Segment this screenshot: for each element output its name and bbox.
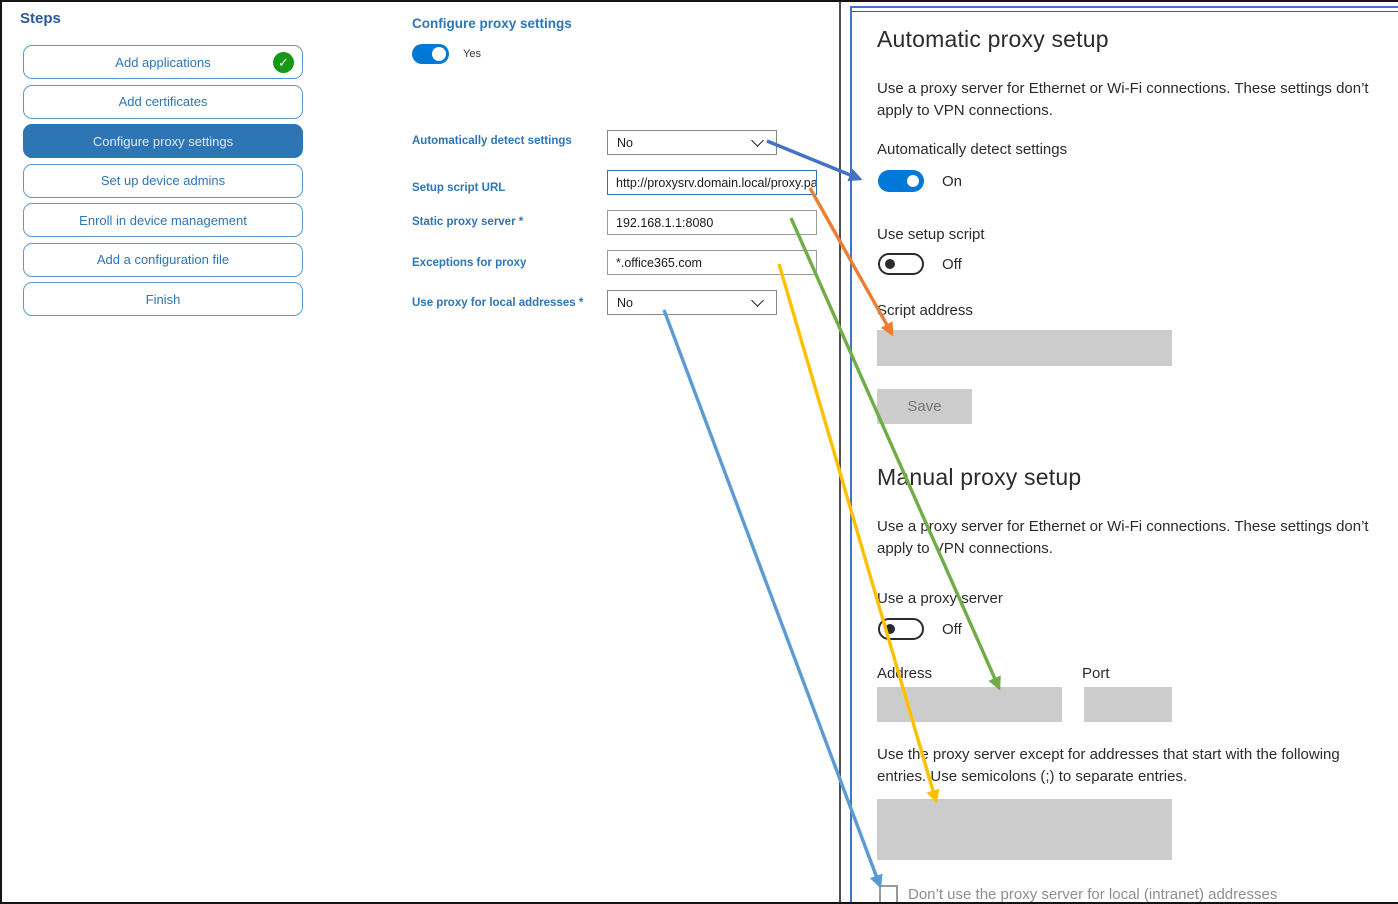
step-label: Add a configuration file [96, 252, 230, 267]
port-label: Port [1082, 665, 1110, 682]
toggle-knob [885, 624, 895, 634]
dropdown-value: No [617, 295, 633, 310]
dropdown-value: No [617, 135, 633, 150]
exceptions-textarea [877, 799, 1172, 860]
address-input [877, 687, 1062, 722]
form-title: Configure proxy settings [412, 16, 572, 31]
automatic-proxy-setup-heading: Automatic proxy setup [877, 26, 1109, 52]
step-set-up-device-admins[interactable]: Set up device admins [23, 163, 303, 198]
toggle-knob [432, 47, 446, 61]
step-add-a-configuration-file[interactable]: Add a configuration file [23, 242, 303, 277]
chevron-down-icon [751, 294, 764, 307]
exceptions-description: Use the proxy server except for addresse… [877, 746, 1340, 785]
steps-sidebar: Add applications ✓ Add certificates Conf… [23, 45, 303, 316]
steps-title: Steps [20, 10, 61, 27]
use-proxy-server-toggle[interactable] [878, 618, 924, 640]
detect-settings-state: On [942, 173, 963, 190]
step-configure-proxy-settings[interactable]: Configure proxy settings [23, 124, 303, 158]
detect-settings-toggle[interactable] [878, 170, 924, 192]
use-proxy-server-label: Use a proxy server [877, 590, 1003, 607]
script-address-input [877, 330, 1172, 366]
save-button: Save [877, 389, 972, 424]
completed-check-icon: ✓ [273, 52, 294, 73]
step-enroll-in-device-management[interactable]: Enroll in device management [23, 203, 303, 237]
script-address-label: Script address [877, 302, 973, 319]
configure-proxy-toggle-label: Yes [463, 48, 481, 60]
local-addresses-checkbox-label: Don’t use the proxy server for local (in… [908, 886, 1278, 903]
step-finish[interactable]: Finish [23, 282, 303, 316]
field-label-use-proxy-for-local-addresses: Use proxy for local addresses * [412, 297, 584, 309]
automatically-detect-settings-dropdown[interactable]: No [607, 130, 777, 155]
local-addresses-checkbox [879, 885, 898, 902]
step-label: Enroll in device management [79, 212, 247, 228]
step-add-applications[interactable]: Add applications ✓ [23, 45, 303, 79]
step-label: Configure proxy settings [92, 133, 234, 149]
field-label-exceptions-for-proxy: Exceptions for proxy [412, 257, 527, 269]
chevron-down-icon [751, 134, 764, 147]
address-label: Address [877, 665, 933, 682]
configure-proxy-toggle[interactable] [412, 44, 449, 64]
exceptions-for-proxy-input[interactable] [607, 250, 817, 275]
manual-proxy-setup-heading: Manual proxy setup [877, 464, 1082, 490]
step-label: Set up device admins [100, 173, 226, 188]
toggle-knob [907, 175, 919, 187]
toggle-knob [885, 259, 895, 269]
port-input [1084, 687, 1172, 722]
use-proxy-for-local-addresses-dropdown[interactable]: No [607, 290, 777, 315]
use-setup-script-label: Use setup script [877, 226, 985, 243]
local-addresses-mapping-arrow [662, 309, 883, 889]
setup-script-url-input[interactable] [607, 170, 817, 195]
step-add-certificates[interactable]: Add certificates [23, 84, 303, 119]
step-label: Finish [145, 291, 181, 307]
use-proxy-server-state: Off [942, 621, 962, 638]
field-label-setup-script-url: Setup script URL [412, 182, 506, 194]
field-label-automatically-detect-settings: Automatically detect settings [412, 135, 572, 147]
static-proxy-server-input[interactable] [607, 210, 817, 235]
manual-proxy-description: Use a proxy server for Ethernet or Wi-Fi… [877, 518, 1369, 557]
step-label: Add certificates [118, 94, 208, 109]
field-label-static-proxy-server: Static proxy server * [412, 216, 524, 228]
detect-settings-label: Automatically detect settings [877, 141, 1068, 158]
use-setup-script-state: Off [942, 256, 962, 273]
automatic-proxy-description: Use a proxy server for Ethernet or Wi-Fi… [877, 80, 1369, 119]
use-setup-script-toggle[interactable] [878, 253, 924, 275]
step-label: Add applications [115, 54, 211, 70]
section-divider [839, 2, 841, 902]
